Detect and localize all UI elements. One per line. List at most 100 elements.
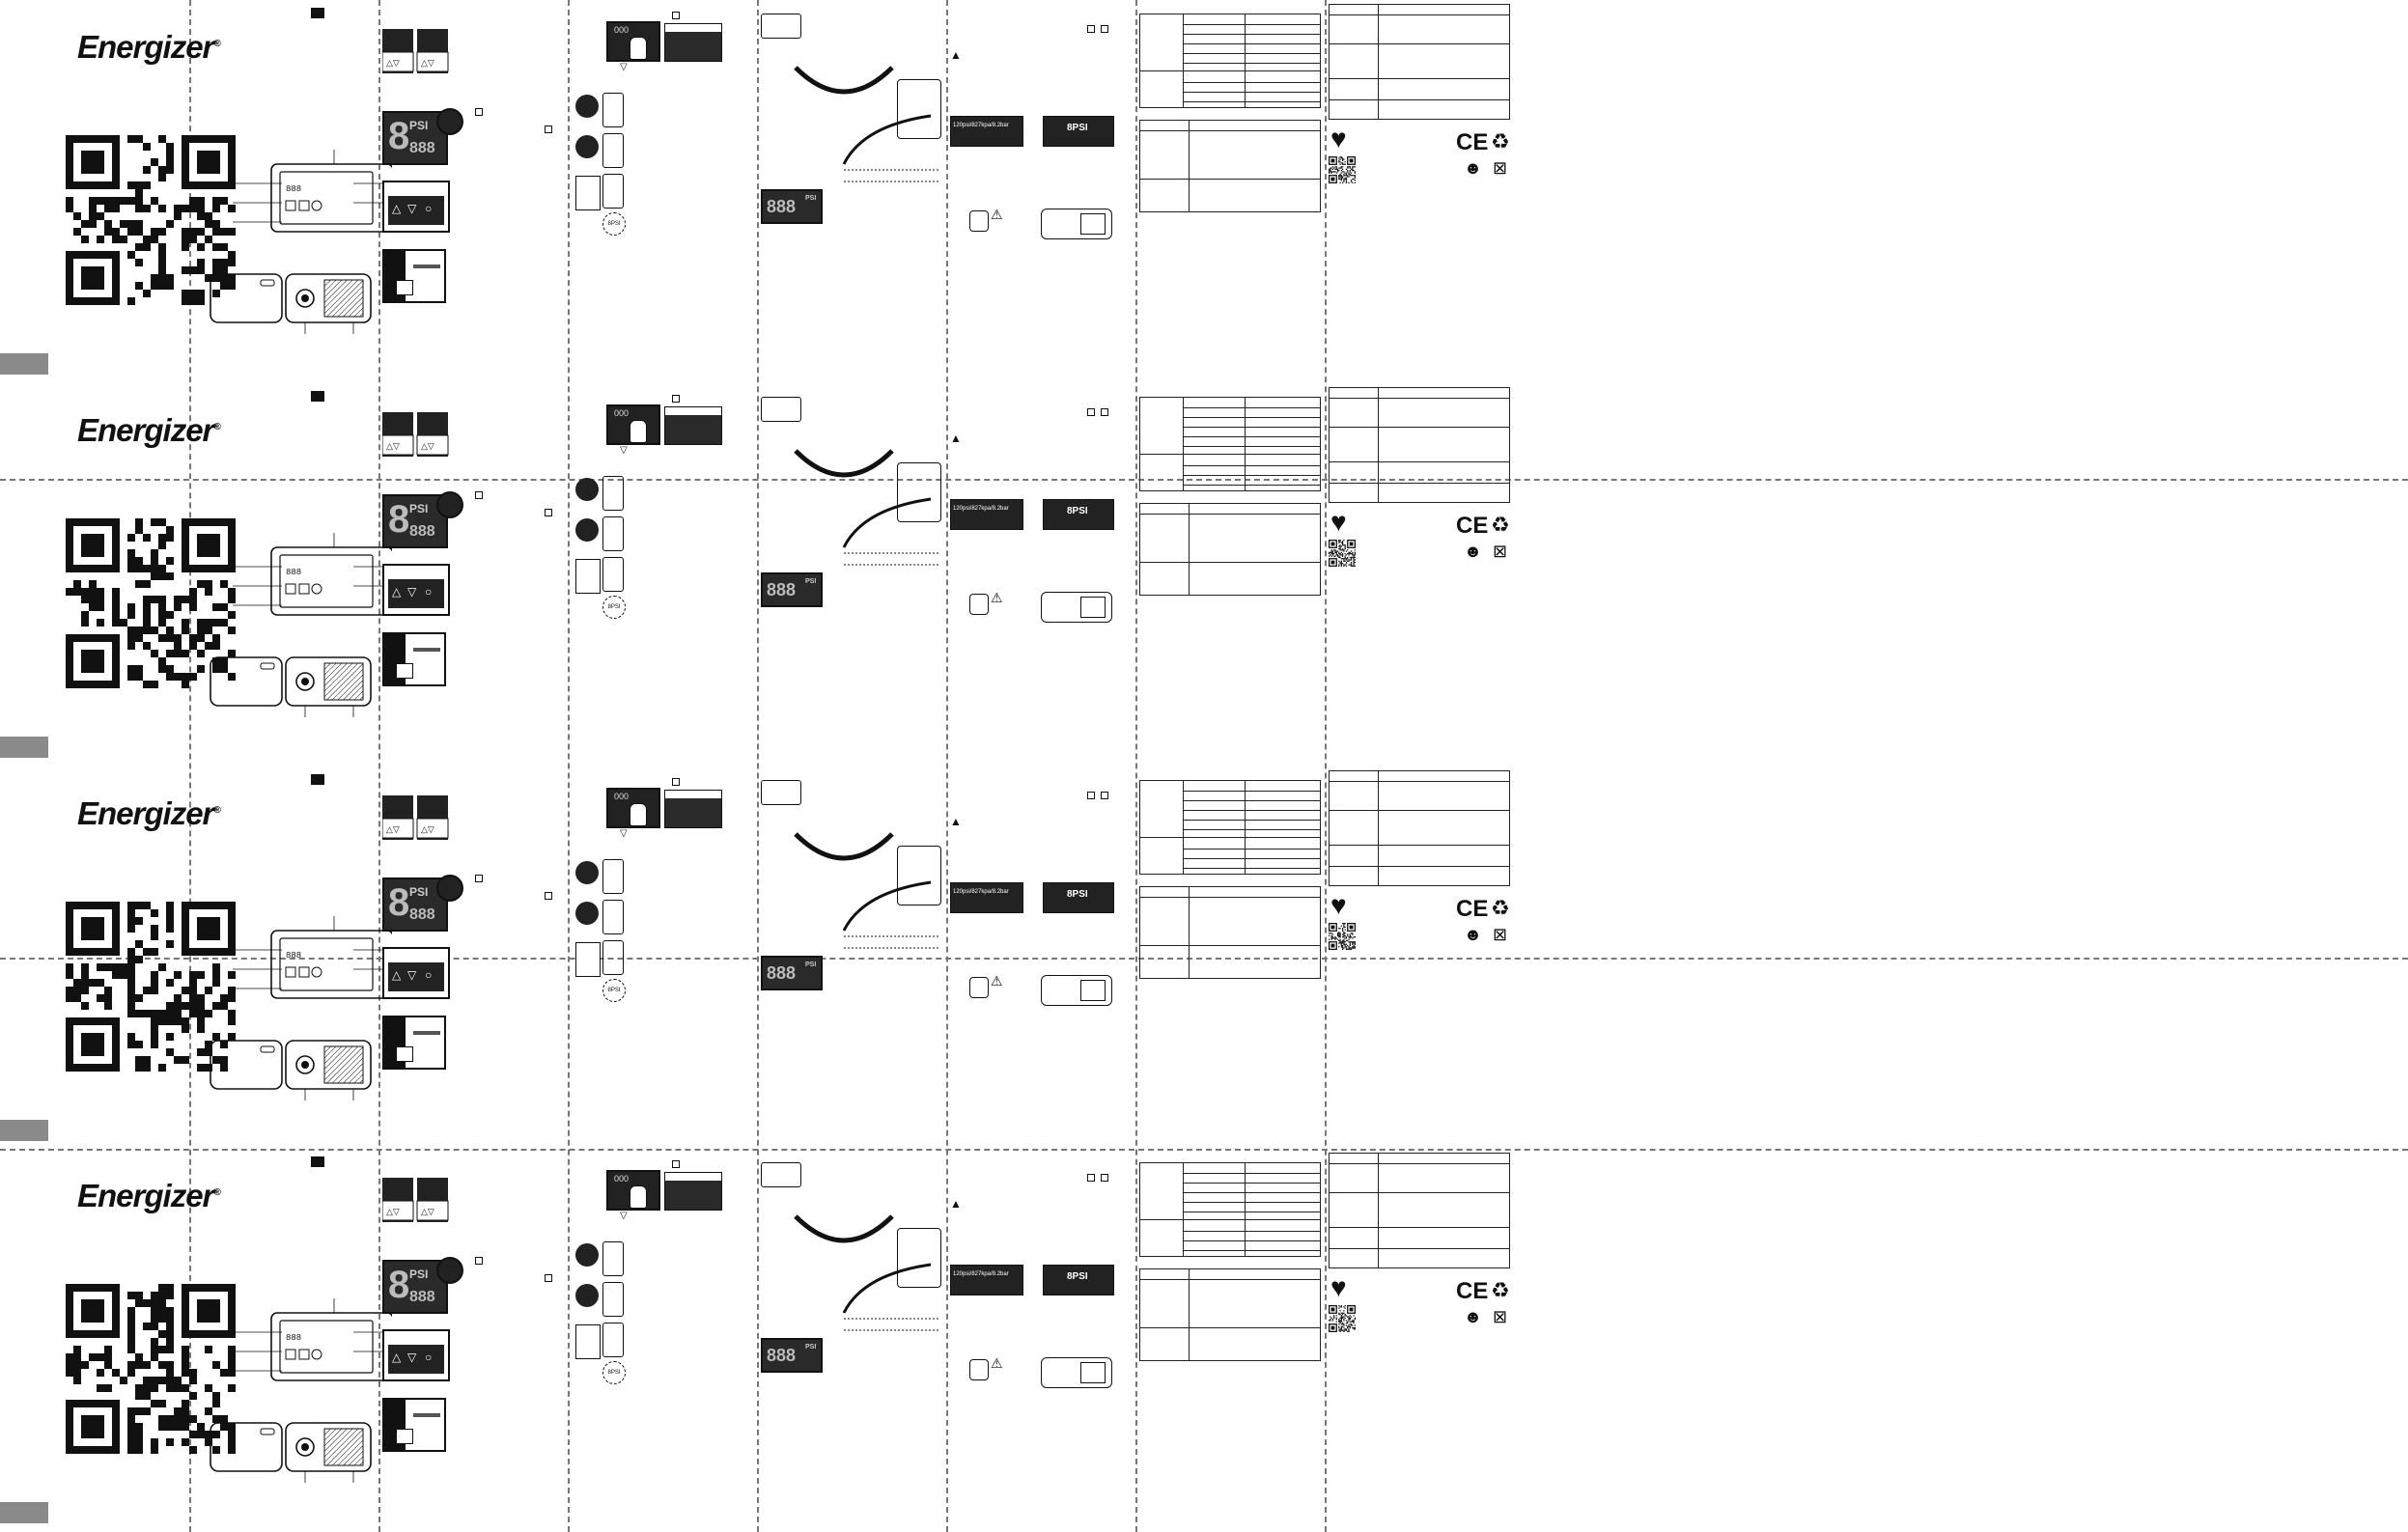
hose-panel: 888 PSI [757, 1149, 946, 1531]
crossed-bin-icon: ⊠ [1493, 1307, 1508, 1327]
spec-panel [1135, 1149, 1325, 1531]
fold-line [568, 0, 570, 1532]
power-icon: ○ [425, 967, 433, 982]
device-large [897, 845, 941, 905]
pressure-gauge: 120psi/827kpa/8.2bar [950, 1265, 1023, 1296]
device-small [761, 1162, 801, 1188]
spec-panel [1135, 766, 1325, 1149]
heart-icon: ♥ [1330, 124, 1347, 153]
hose-diagram [794, 1214, 940, 1331]
fold-line [946, 0, 948, 1532]
compliance-table [1329, 1153, 1510, 1269]
pointing-hand-icon [630, 37, 647, 60]
manual-row: Energizer® 888 [0, 383, 2408, 766]
warning-triangle-icon: ▲ [950, 814, 962, 828]
spec-panel [1135, 0, 1325, 382]
readout-display: 888 PSI [761, 1338, 823, 1374]
valve-step-1 [575, 1243, 599, 1267]
device-side-diagram [210, 1039, 283, 1090]
spec-table [1139, 14, 1321, 108]
button-states-diagram: △▽ △▽ [382, 1178, 449, 1223]
laser-warning-icon: ⚠ [991, 207, 1003, 222]
step-device-3 [602, 939, 624, 975]
warning-triangle-icon: ▲ [950, 1197, 962, 1212]
power-icon [1087, 1174, 1095, 1183]
device-side-diagram [210, 273, 283, 323]
qr-code-icon [66, 517, 236, 688]
fold-line [1325, 0, 1327, 1532]
needle-step [575, 558, 601, 594]
svg-text:888: 888 [286, 951, 301, 961]
display-panel: △▽△▽ 8 PSI 888 △ ▽ ○ [378, 1149, 568, 1531]
pressure-gauge: 120psi/827kpa/8.2bar [950, 116, 1023, 147]
down-arrow-icon: ▽ [620, 62, 628, 72]
overview-panel: 888 [189, 766, 392, 1149]
device-back-thumb [1041, 974, 1112, 1006]
qr-code-icon [1329, 922, 1356, 950]
brand-logo: Energizer® [77, 411, 221, 448]
control-buttons: △ ▽ ○ [382, 1329, 450, 1382]
pressure-knob: 8PSI [602, 212, 626, 236]
power-icon [545, 891, 552, 900]
mini-display: 000 [606, 21, 660, 62]
step-device-2 [602, 1282, 624, 1318]
power-icon [672, 12, 680, 19]
spec-table [1139, 779, 1321, 875]
brand-logo: Energizer® [77, 794, 221, 831]
power-icon: ○ [425, 1351, 433, 1365]
device-back-thumb [664, 23, 722, 62]
steps-panel: 000 ▽ 8PSI [568, 383, 757, 766]
button-states-diagram: △▽△▽ [382, 29, 449, 73]
svg-text:888: 888 [286, 184, 301, 194]
readout-display: 888 PSI [761, 955, 823, 990]
power-icon [475, 1257, 483, 1266]
up-arrow-icon: △ [392, 1351, 402, 1365]
overview-panel: 888 [189, 0, 392, 382]
battery-icon [436, 1257, 463, 1285]
tire-knob: 8PSI [1043, 498, 1114, 530]
hose-panel: 888 PSI [757, 766, 946, 1149]
valve-step-2 [575, 517, 599, 542]
up-arrow-icon: △ [392, 967, 402, 982]
usb-cable-icon [382, 1398, 446, 1453]
compliance-table [1329, 769, 1510, 886]
overview-panel: 888 [189, 383, 392, 766]
control-buttons: △ ▽ ○ [382, 563, 450, 616]
steps-panel: 000 ▽ 8PSI [568, 0, 757, 382]
device-back-diagram [285, 1422, 372, 1484]
valve-step-1 [575, 95, 599, 118]
device-back-diagram [285, 273, 372, 334]
svg-text:△▽: △▽ [386, 1207, 400, 1216]
down-arrow-icon: ▽ [407, 584, 417, 599]
svg-text:△▽: △▽ [386, 58, 400, 68]
tidyman-icon: ☻ [1464, 1307, 1482, 1327]
svg-text:△▽: △▽ [421, 824, 434, 834]
power-icon [1087, 407, 1095, 416]
language-marker [311, 1156, 324, 1168]
needle-step [575, 941, 601, 977]
device-front-diagram: 888 [233, 532, 392, 616]
pointing-hand-icon [630, 802, 647, 826]
svg-text:△▽: △▽ [421, 441, 434, 451]
down-arrow-icon: ▽ [407, 1351, 417, 1365]
spec-table-2 [1139, 1268, 1321, 1362]
step-device-3 [602, 174, 624, 209]
language-tab [0, 736, 48, 758]
warning-panel: ▲ 120psi/827kpa/8.2bar 8PSI ⚠ [946, 0, 1135, 382]
needle-step [575, 1324, 601, 1360]
readout-display: 888 PSI [761, 571, 823, 607]
spec-table [1139, 396, 1321, 491]
step-device-3 [602, 556, 624, 592]
mini-display: 000 [606, 787, 660, 828]
step-device-2 [602, 515, 624, 551]
language-tab [0, 1119, 48, 1141]
hose-diagram [794, 448, 940, 566]
crossed-bin-icon: ⊠ [1493, 924, 1508, 944]
language-tab [0, 1502, 48, 1524]
svg-text:△▽: △▽ [421, 1207, 434, 1216]
qr-code-icon [1329, 539, 1356, 567]
fold-line [0, 479, 2408, 481]
device-small [761, 14, 801, 39]
device-back-thumb [664, 1172, 722, 1212]
